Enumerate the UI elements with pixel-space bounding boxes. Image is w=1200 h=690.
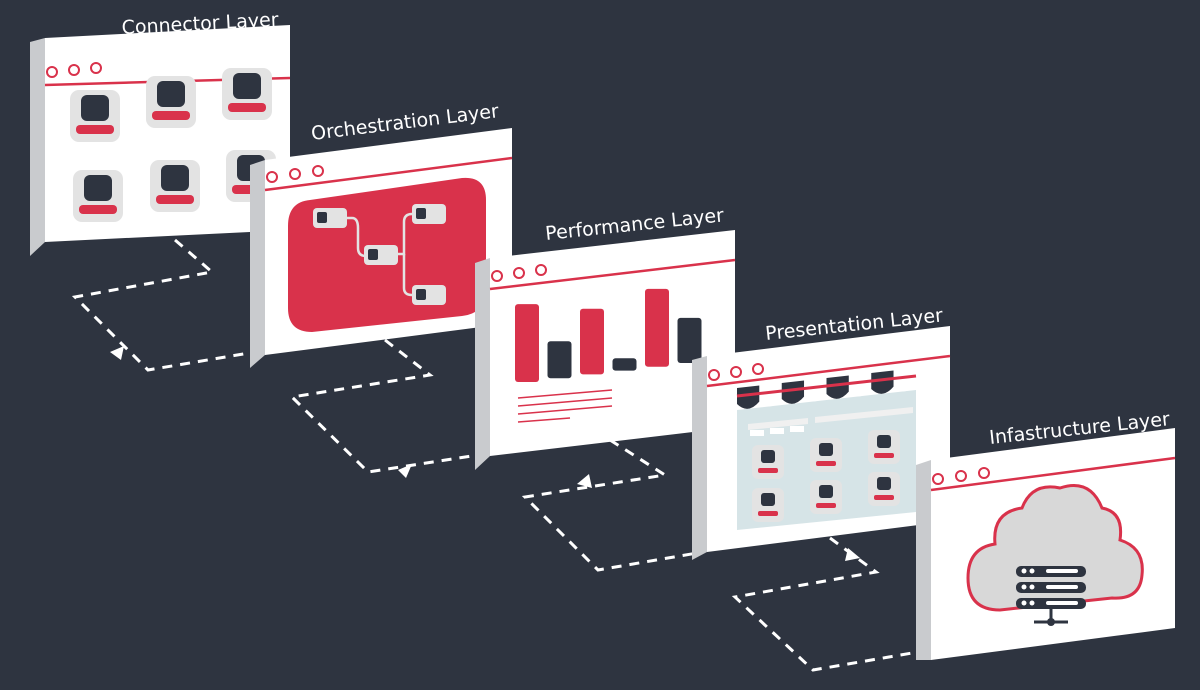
- window-dot-icon: [68, 64, 80, 76]
- window-dot-icon: [491, 270, 503, 282]
- panel-side: [250, 160, 265, 368]
- cloud-icon: [966, 484, 1144, 612]
- connector-path-1: [71, 238, 256, 372]
- workflow-icon: [288, 177, 486, 332]
- title-bar-line: [706, 354, 951, 388]
- window-dot-icon: [752, 363, 764, 375]
- store-shelf: [748, 407, 913, 430]
- store-shelf-markers: [750, 426, 804, 436]
- chart-bar: [580, 308, 604, 375]
- awning: [736, 368, 917, 409]
- arrow-icon: [110, 346, 124, 360]
- connector-path-2: [288, 338, 479, 474]
- window-dot-icon: [46, 66, 58, 78]
- profile-tile: [150, 160, 200, 212]
- awning-stripe: [781, 380, 805, 404]
- profile-tile: [222, 68, 272, 120]
- arrow-icon: [845, 548, 860, 561]
- panel-side: [692, 356, 707, 560]
- window-dot-icon: [90, 62, 102, 74]
- connector-path-4: [731, 536, 919, 672]
- chart-bar: [677, 317, 702, 363]
- workflow-node: [412, 204, 446, 224]
- product-tile: [752, 445, 784, 479]
- window-dot-icon: [730, 366, 742, 378]
- bar-chart-icon: [515, 288, 702, 382]
- window-dot-icon: [535, 264, 547, 276]
- profile-tile: [146, 76, 196, 128]
- awning-stripe: [737, 385, 760, 409]
- awning-trim: [736, 374, 917, 398]
- awning-stripe: [759, 383, 782, 407]
- workflow-link: [402, 254, 413, 297]
- workflow-node: [313, 208, 347, 228]
- performance-layer-panel: Performance Layer: [475, 204, 736, 470]
- presentation-layer-panel: Presentation Layer: [692, 304, 951, 560]
- profile-tile: [73, 170, 123, 222]
- storefront-icon: [736, 368, 917, 530]
- connector-path-3: [521, 438, 704, 572]
- window-dot-icon: [266, 171, 278, 183]
- panel-side: [30, 38, 45, 256]
- chart-bar: [547, 341, 572, 379]
- window-dot-icon: [708, 369, 720, 381]
- title-bar-line: [264, 156, 513, 192]
- product-tile: [810, 480, 842, 514]
- window-dot-icon: [932, 473, 944, 485]
- panel-side: [475, 258, 490, 470]
- chart-bar: [612, 358, 637, 371]
- window-dot-icon: [978, 467, 990, 479]
- window-dot-icon: [312, 165, 324, 177]
- profile-tile: [70, 90, 120, 142]
- product-tile: [810, 438, 842, 472]
- product-tile: [868, 430, 900, 464]
- workflow-node: [364, 245, 398, 265]
- dashed-connectors: [71, 238, 919, 672]
- arrow-icon: [398, 464, 412, 478]
- text-lines: [517, 389, 613, 423]
- window-dot-icon: [955, 470, 967, 482]
- chart-bar: [645, 288, 669, 367]
- panel-face: [490, 230, 735, 456]
- connector-arrows: [110, 346, 860, 561]
- awning-stripe: [826, 375, 849, 399]
- arrow-icon: [577, 474, 592, 488]
- awning-stripe: [893, 368, 916, 392]
- chart-bar: [515, 304, 539, 382]
- title-bar-line: [930, 456, 1176, 492]
- server-rack-icon: [1016, 566, 1086, 626]
- panel-side: [916, 460, 931, 660]
- workflow-link: [398, 212, 413, 256]
- infrastructure-layer-panel: Infastructure Layer: [916, 408, 1176, 660]
- window-dot-icon: [513, 267, 525, 279]
- awning-stripe: [804, 378, 827, 402]
- awning-stripe: [848, 373, 872, 397]
- awning-stripe: [871, 370, 894, 394]
- cloud-server-icon: [966, 484, 1144, 626]
- title-bar-line: [489, 258, 736, 291]
- product-tile: [752, 488, 784, 522]
- window-dot-icon: [289, 168, 301, 180]
- product-tile: [868, 472, 900, 506]
- workflow-link: [347, 216, 367, 258]
- workflow-node: [412, 285, 446, 305]
